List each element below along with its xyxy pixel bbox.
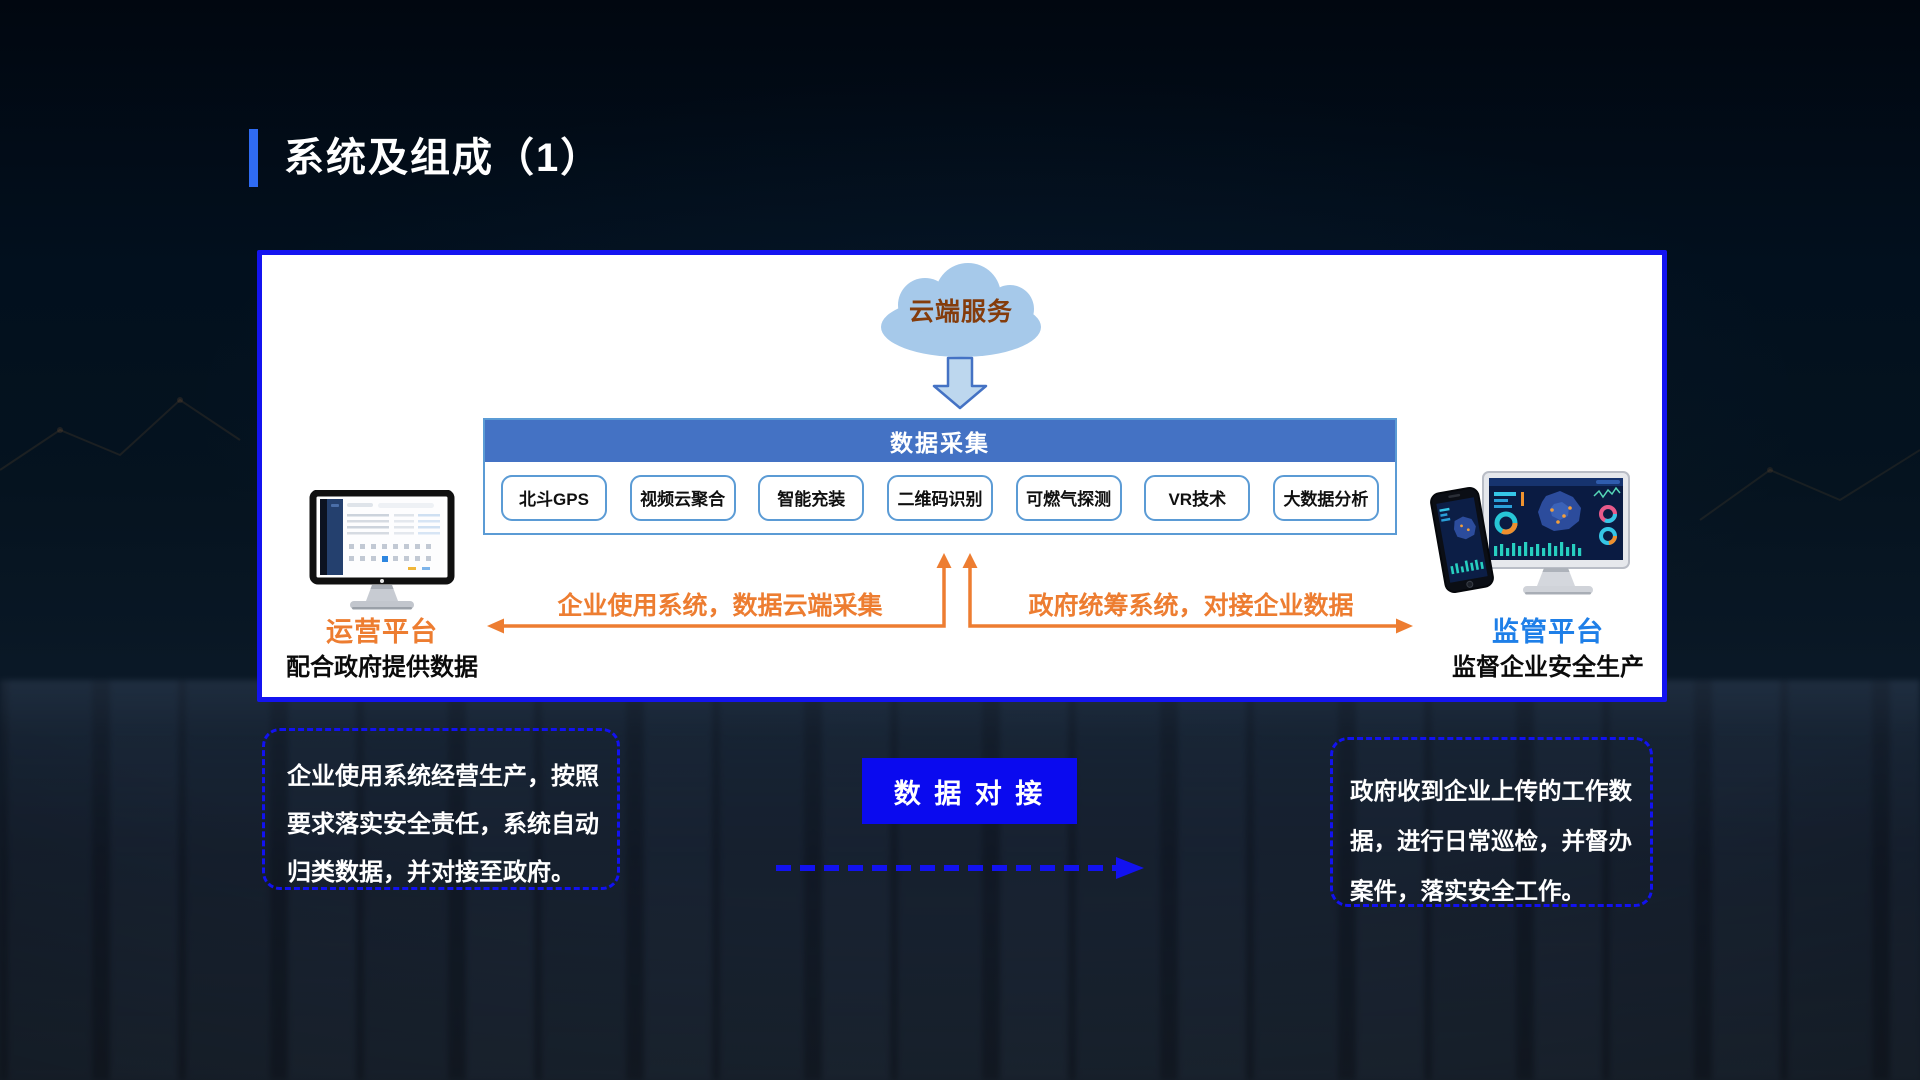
platform-caption-left: 配合政府提供数据 — [286, 654, 478, 681]
down-arrow-icon — [932, 356, 988, 410]
monitor-phone-image — [1430, 471, 1630, 595]
module-box-vr: VR技术 — [1144, 474, 1251, 521]
note-line: 归类数据，并对接至政府。 — [287, 859, 575, 886]
flow-label-right: 政府统筹系统，对接企业数据 — [1028, 592, 1354, 620]
dashed-arrow-icon — [776, 857, 1144, 879]
note-line: 案件，落实安全工作。 — [1350, 878, 1585, 904]
note-line: 企业使用系统经营生产，按照 — [287, 763, 599, 790]
module-row: 北斗GPS 视频云聚合 智能充装 二维码识别 可燃气探测 VR技术 大数据分析 — [485, 462, 1395, 533]
page-title: 系统及组成（1） — [284, 136, 603, 180]
platform-caption-right: 监督企业安全生产 — [1452, 654, 1644, 681]
note-line: 据，进行日常巡检，并督办 — [1350, 828, 1632, 854]
module-box-smart-filling: 智能充装 — [758, 474, 865, 521]
data-connect-button: 数 据 对 接 — [862, 758, 1077, 824]
module-box-beidou-gps: 北斗GPS — [501, 474, 607, 521]
module-box-bigdata: 大数据分析 — [1272, 474, 1379, 521]
cloud-icon — [881, 263, 1041, 357]
data-collection-group: 数据采集 北斗GPS 视频云聚合 智能充装 二维码识别 可燃气探测 VR技术 大… — [483, 418, 1397, 535]
title-accent-bar — [249, 129, 258, 187]
note-government: 政府收到企业上传的工作数 据，进行日常巡检，并督办 案件，落实安全工作。 — [1330, 737, 1653, 907]
title-block: 系统及组成（1） — [249, 129, 602, 187]
note-enterprise: 企业使用系统经营生产，按照 要求落实安全责任，系统自动 归类数据，并对接至政府。 — [262, 728, 620, 890]
background-city-skyline — [0, 680, 1920, 1080]
flow-label-left: 企业使用系统，数据云端采集 — [557, 592, 883, 620]
data-collection-header: 数据采集 — [485, 420, 1395, 462]
note-line: 政府收到企业上传的工作数 — [1350, 778, 1632, 804]
platform-name-right: 监管平台 — [1492, 617, 1604, 647]
cloud-label: 云端服务 — [908, 298, 1013, 326]
flow-arrows-icon — [487, 553, 1413, 634]
module-box-gas-detect: 可燃气探测 — [1015, 474, 1122, 521]
desktop-monitor-image — [309, 490, 455, 610]
module-box-qrcode: 二维码识别 — [886, 474, 993, 521]
platform-name-left: 运营平台 — [326, 617, 438, 647]
module-box-video-cloud: 视频云聚合 — [629, 474, 736, 521]
note-line: 要求落实安全责任，系统自动 — [287, 811, 599, 838]
